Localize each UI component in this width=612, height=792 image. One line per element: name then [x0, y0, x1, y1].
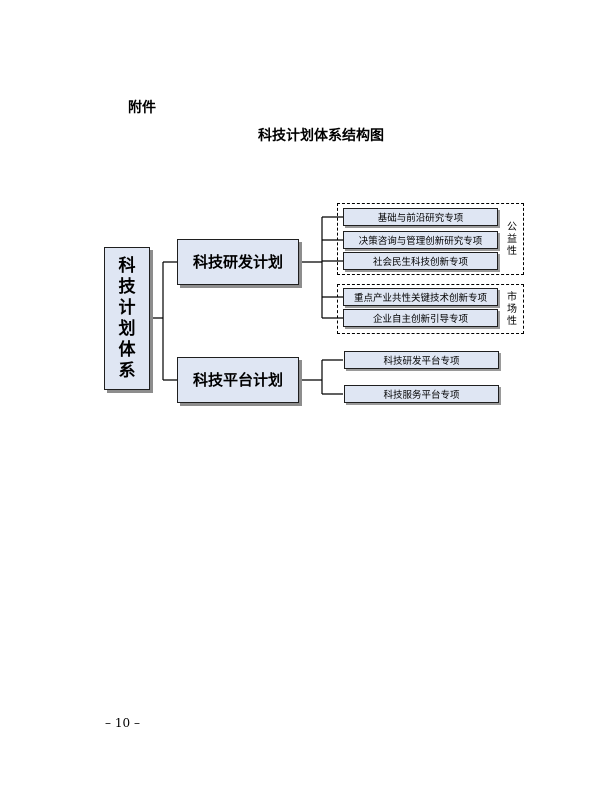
leaf-social-livelihood: 社会民生科技创新专项 [343, 252, 498, 270]
leaf-key-industry-tech: 重点产业共性关键技术创新专项 [343, 288, 498, 306]
group-market [337, 284, 524, 334]
branch-rd-plan: 科技研发计划 [177, 239, 299, 285]
branch-rd-plan-label: 科技研发计划 [192, 253, 283, 271]
leaf-enterprise-innovation: 企业自主创新引导专项 [343, 309, 498, 327]
branch-platform-plan-label: 科技平台计划 [192, 371, 283, 389]
group-public-welfare-label: 公益性 [507, 222, 517, 257]
group-public-welfare [337, 203, 524, 275]
branch-platform-plan: 科技平台计划 [177, 357, 299, 403]
leaf-basic-frontier: 基础与前沿研究专项 [343, 208, 498, 226]
root-node-label: 科技计划体系 [118, 255, 136, 381]
leaf-decision-consulting: 决策咨询与管理创新研究专项 [343, 231, 498, 249]
diagram-title: 科技计划体系结构图 [258, 128, 384, 144]
leaf-rd-platform: 科技研发平台专项 [344, 351, 499, 369]
group-market-label: 市场性 [507, 292, 517, 327]
leaf-service-platform: 科技服务平台专项 [344, 385, 499, 403]
attachment-label: 附件 [128, 100, 156, 116]
root-node: 科技计划体系 [104, 247, 150, 390]
page-number: – 10 – [105, 716, 140, 730]
